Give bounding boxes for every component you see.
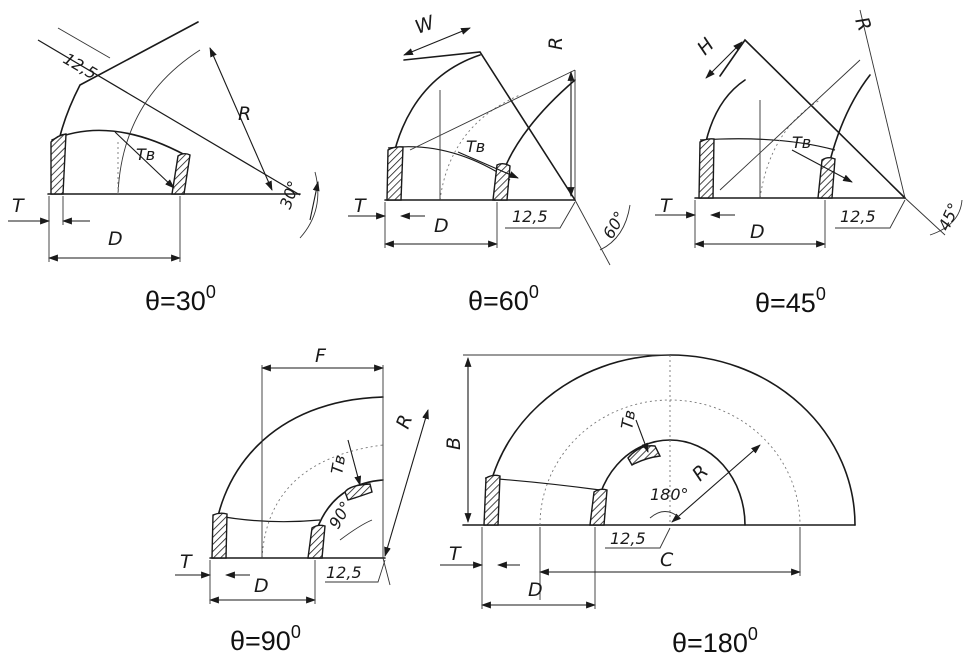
label-t: T xyxy=(12,195,25,217)
label-angle: 180° xyxy=(650,485,689,504)
label-t: T xyxy=(660,195,673,217)
label-tb: Tв xyxy=(792,133,811,152)
label-d: D xyxy=(108,228,123,250)
label-bevel: 12,5 xyxy=(610,529,646,548)
label-r: R xyxy=(545,37,567,50)
label-t: T xyxy=(354,195,367,217)
label-tb: Tв xyxy=(327,453,349,475)
view-30deg: T D R Tв 12,5 30° θ=300 xyxy=(8,21,320,316)
label-bevel: 12,5 xyxy=(840,207,876,226)
label-bevel: 12,5 xyxy=(512,207,548,226)
label-r: R xyxy=(850,14,875,34)
label-tb: Tв xyxy=(617,408,639,430)
label-r: R xyxy=(688,461,713,486)
caption-90: θ=900 xyxy=(230,622,301,656)
label-t: T xyxy=(180,551,193,573)
label-tb: Tв xyxy=(136,145,155,164)
label-d: D xyxy=(254,575,269,597)
label-bevel: 12,5 xyxy=(326,563,362,582)
label-f: F xyxy=(315,345,327,367)
label-t: T xyxy=(449,543,462,565)
label-tb: Tв xyxy=(466,137,485,156)
view-60deg: T D R W Tв 12,5 60° θ=600 xyxy=(348,11,631,316)
label-h: H xyxy=(693,34,719,60)
label-w: W xyxy=(412,11,438,39)
label-b: B xyxy=(443,437,465,450)
label-d: D xyxy=(750,221,765,243)
label-angle: 90° xyxy=(325,498,356,532)
label-d: D xyxy=(528,579,543,601)
label-d: D xyxy=(434,215,449,237)
caption-180: θ=1800 xyxy=(672,624,758,658)
view-90deg: T D F R Tв 90° 12,5 θ=900 xyxy=(175,345,429,656)
label-r: R xyxy=(238,103,251,125)
view-180deg: T D B C R Tв 180° 12,5 θ=1800 xyxy=(440,354,856,658)
caption-30: θ=300 xyxy=(145,282,216,316)
view-45deg: T D R H Tв 12,5 45° θ=450 xyxy=(655,9,964,318)
caption-60: θ=600 xyxy=(468,282,539,316)
label-angle: 45° xyxy=(934,200,963,234)
label-r: R xyxy=(392,412,417,432)
caption-45: θ=450 xyxy=(755,284,826,318)
label-c: C xyxy=(660,549,674,571)
label-angle: 60° xyxy=(599,208,630,242)
